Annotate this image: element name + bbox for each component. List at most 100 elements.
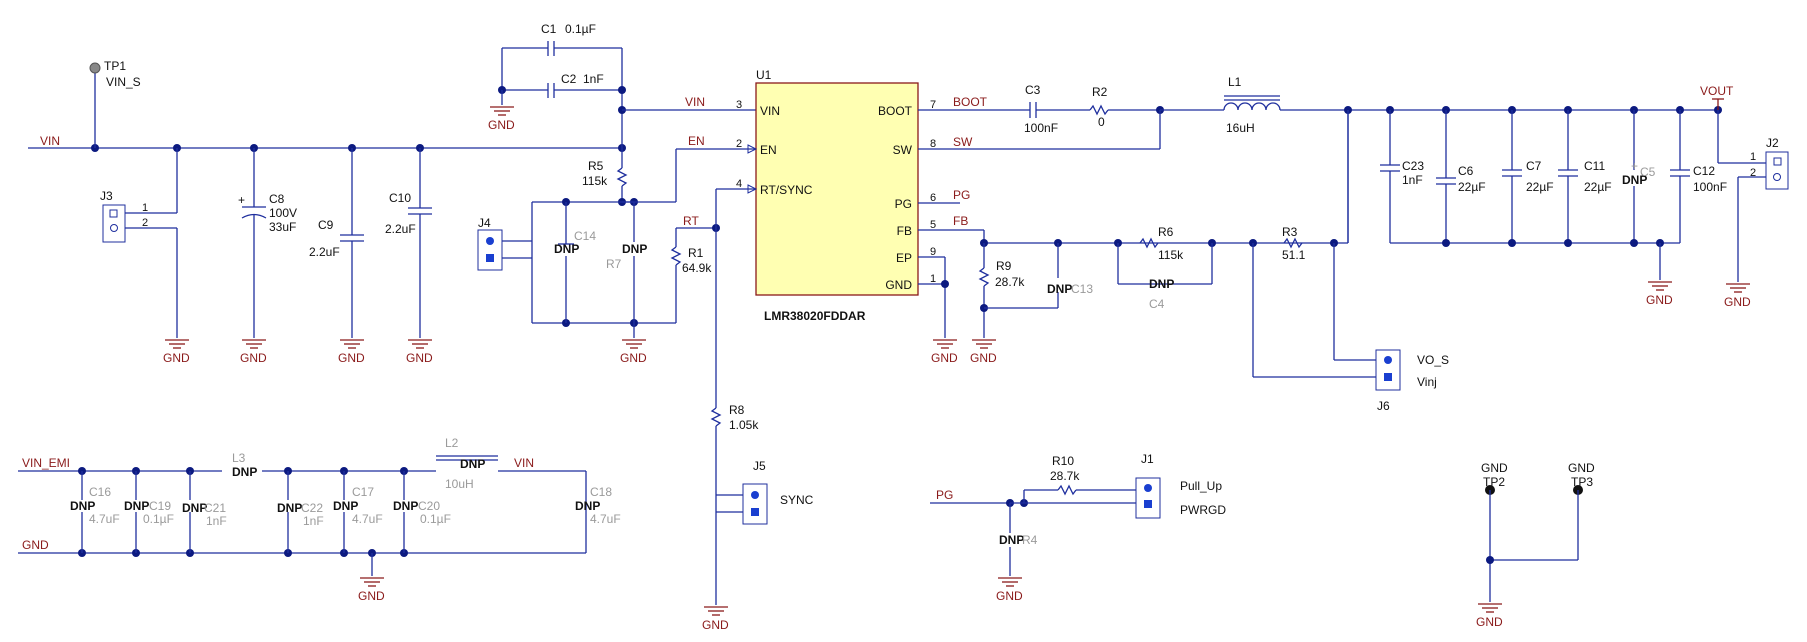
svg-text:GND: GND [163,351,190,365]
j6-connector: J6 VO_S Vinj [1375,349,1449,413]
svg-text:1nF: 1nF [303,514,324,528]
svg-text:33uF: 33uF [269,220,296,234]
svg-text:J6: J6 [1377,399,1390,413]
svg-text:DNP: DNP [232,465,257,479]
svg-text:VIN: VIN [760,104,780,118]
svg-text:7: 7 [930,99,936,111]
svg-text:GND: GND [240,351,267,365]
svg-text:VIN: VIN [40,134,60,148]
svg-text:C22: C22 [301,501,323,515]
svg-text:PG: PG [953,188,970,202]
svg-text:R1: R1 [688,246,704,260]
svg-text:DNP: DNP [622,242,647,256]
svg-text:C10: C10 [389,191,411,205]
svg-text:R2: R2 [1092,85,1108,99]
svg-text:DNP: DNP [393,499,418,513]
svg-text:4.7uF: 4.7uF [352,512,383,526]
svg-text:C19: C19 [149,499,171,513]
u1-ic: U1 LMR38020FDDAR VIN EN RT/SYNC BOOT SW … [747,68,919,323]
svg-text:22µF: 22µF [1458,180,1486,194]
svg-text:0.1µF: 0.1µF [565,22,596,36]
svg-text:0: 0 [1098,115,1105,129]
svg-text:10uH: 10uH [445,477,474,491]
svg-text:GND: GND [931,351,958,365]
svg-text:C9: C9 [318,218,334,232]
svg-text:TP1: TP1 [104,59,126,73]
svg-text:DNP: DNP [575,499,600,513]
svg-text:RT/SYNC: RT/SYNC [760,183,813,197]
svg-text:SW: SW [893,143,913,157]
svg-text:TP2: TP2 [1483,475,1505,489]
svg-text:R6: R6 [1158,225,1174,239]
svg-text:C13: C13 [1071,282,1093,296]
svg-text:SW: SW [953,135,973,149]
pg-pullup: PG R10 28.7k DNP R4 GND J1 Pull_Up PWRGD [930,452,1226,603]
svg-text:C21: C21 [204,501,226,515]
svg-text:GND: GND [406,351,433,365]
svg-text:2: 2 [736,138,742,150]
j5-connector: J5 SYNC [716,459,814,525]
svg-text:C6: C6 [1458,164,1474,178]
svg-text:GND: GND [885,278,912,292]
svg-text:GND: GND [996,589,1023,603]
svg-text:2.2uF: 2.2uF [385,222,416,236]
svg-text:PG: PG [895,197,912,211]
svg-text:EN: EN [688,134,705,148]
svg-text:DNP: DNP [333,499,358,513]
svg-text:C14: C14 [574,229,596,243]
svg-text:GND: GND [1481,461,1508,475]
boot-network: 7 BOOT C3 100nF R2 0 [918,83,1164,135]
svg-text:EN: EN [760,143,777,157]
svg-text:GND: GND [338,351,365,365]
c8-capacitor: + C8 100V 33uF GND [238,148,297,365]
svg-text:22µF: 22µF [1584,180,1612,194]
r5-resistor: R5 115k EN 2 [582,134,756,206]
svg-text:DNP: DNP [277,501,302,515]
svg-text:DNP: DNP [182,501,207,515]
svg-text:1.05k: 1.05k [729,418,759,432]
r8-resistor: R8 1.05k GND [702,228,759,632]
svg-text:R3: R3 [1282,225,1298,239]
svg-text:5: 5 [930,219,936,231]
svg-text:2: 2 [142,217,148,229]
svg-text:C3: C3 [1025,83,1041,97]
svg-text:C4: C4 [1149,297,1165,311]
svg-text:J2: J2 [1766,136,1779,150]
svg-text:9: 9 [930,246,936,258]
svg-text:PWRGD: PWRGD [1180,503,1226,517]
svg-text:51.1: 51.1 [1282,248,1306,262]
svg-text:1: 1 [930,273,936,285]
svg-text:VIN_EMI: VIN_EMI [22,456,70,470]
svg-text:C17: C17 [352,485,374,499]
svg-text:DNP: DNP [999,533,1024,547]
svg-text:GND: GND [970,351,997,365]
svg-text:4.7uF: 4.7uF [590,512,621,526]
svg-text:R10: R10 [1052,454,1074,468]
j3-connector: J3 1 2 GND [100,148,190,365]
r1-resistor: RT R1 64.9k 4 [670,178,756,323]
svg-text:100nF: 100nF [1024,121,1058,135]
svg-text:BOOT: BOOT [953,95,988,109]
svg-text:1nF: 1nF [583,72,604,86]
svg-text:+: + [238,193,245,207]
svg-text:1nF: 1nF [206,514,227,528]
l1-inductor: L1 16uH [1160,75,1718,135]
svg-text:DNP: DNP [1149,277,1174,291]
svg-text:0.1µF: 0.1µF [420,512,451,526]
svg-text:3: 3 [736,99,742,111]
svg-text:R4: R4 [1022,533,1038,547]
svg-text:115k: 115k [582,174,608,188]
svg-text:VOUT: VOUT [1700,84,1734,98]
svg-text:FB: FB [953,214,968,228]
svg-text:U1: U1 [756,68,772,82]
svg-text:J3: J3 [100,189,113,203]
svg-text:EP: EP [896,251,912,265]
svg-text:+: + [1631,159,1638,173]
svg-text:J4: J4 [478,216,491,230]
svg-text:C2: C2 [561,72,577,86]
svg-text:64.9k: 64.9k [682,261,712,275]
en-network: DNP C14 DNP R7 GND J4 [477,198,676,365]
svg-text:SYNC: SYNC [780,493,814,507]
svg-text:R7: R7 [606,257,622,271]
